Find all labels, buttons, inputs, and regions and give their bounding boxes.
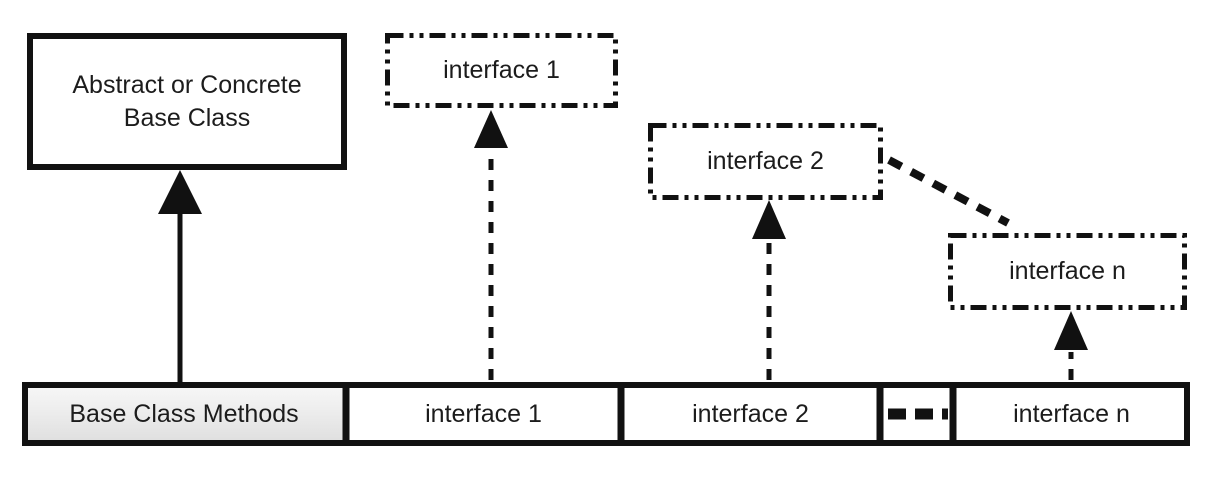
bar-segment-interface-n-label: interface n xyxy=(1013,399,1130,428)
interface-n-box-label: interface n xyxy=(1009,257,1126,285)
interface-2-box-label: interface 2 xyxy=(707,147,824,175)
interface-2-box xyxy=(648,123,883,200)
base-class-box xyxy=(27,33,347,170)
bar-segment-interface-1-label: interface 1 xyxy=(425,399,542,428)
base-class-label-line-1: Abstract or Concrete xyxy=(72,70,302,99)
solid-arrow-head xyxy=(158,170,202,214)
base-class-methods-segment xyxy=(28,388,343,440)
bar-segment-base-class-methods-label: Base Class Methods xyxy=(69,399,299,428)
bar-segment-interface-2-label: interface 2 xyxy=(692,399,809,428)
interface-1-box-label: interface 1 xyxy=(443,56,560,84)
interface2-to-interfacen-connector xyxy=(887,156,1010,227)
base-class-label-line-2: Base Class xyxy=(123,103,251,132)
interface-n-box xyxy=(948,233,1187,310)
interface-1-box xyxy=(385,33,618,108)
base-class-box-label: Abstract or Concrete Base Class xyxy=(27,33,347,170)
dashed-arrow-head-interface-n xyxy=(1054,311,1088,350)
dashed-arrow-head-interface-1 xyxy=(474,110,508,148)
dashed-arrow-head-interface-2 xyxy=(752,200,786,239)
